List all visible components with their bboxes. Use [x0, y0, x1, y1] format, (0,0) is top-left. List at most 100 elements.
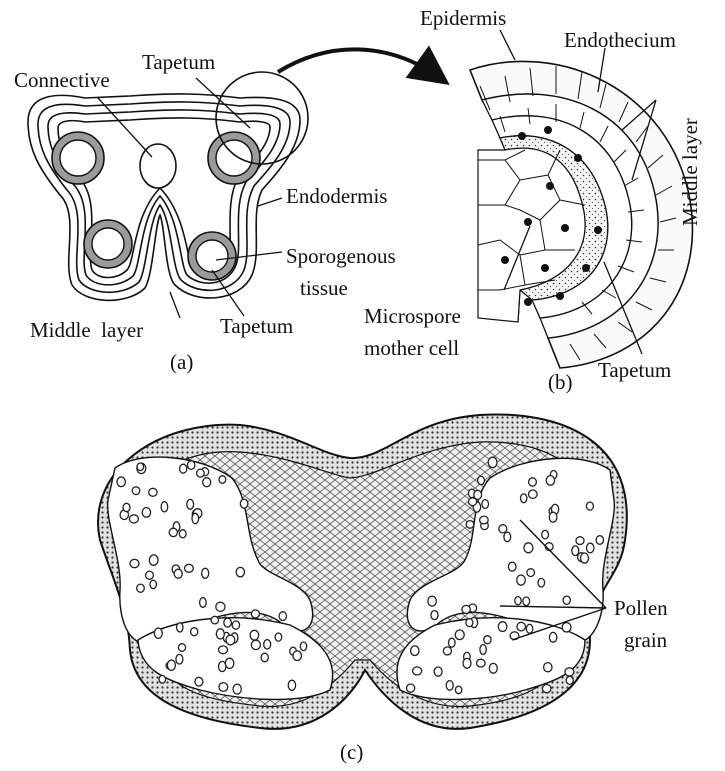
panel-a-anther-outline [28, 94, 300, 300]
pollen-grain [224, 618, 232, 627]
pollen-grain [216, 629, 224, 639]
pollen-grain [544, 663, 552, 672]
pollen-grain [149, 488, 157, 496]
pollen-grain [130, 559, 139, 567]
pollen-grain [293, 651, 302, 661]
pollen-grain [279, 612, 286, 621]
pollen-grain [142, 508, 150, 518]
pollen-grain [177, 623, 183, 632]
pollen-grain [137, 584, 145, 592]
pollen-grain [462, 605, 470, 613]
pollen-grain [179, 530, 186, 538]
pollen-grain [517, 575, 526, 585]
pollen-grain [449, 638, 456, 647]
pollen-grain [251, 640, 260, 649]
pollen-grain [526, 624, 532, 633]
pollen-grain [178, 644, 185, 652]
pollen-grain [137, 463, 144, 471]
panel-a-locule-bottom-right [188, 232, 236, 280]
pollen-grain [434, 667, 442, 676]
pollen-grain [129, 515, 138, 523]
pollen-grain [174, 569, 182, 578]
caption-c: (c) [340, 742, 363, 763]
pollen-grain [477, 659, 486, 667]
label-pollen-line1: Pollen [614, 598, 668, 619]
pollen-grain [596, 536, 603, 545]
pollen-grain [562, 623, 571, 632]
label-endodermis: Endodermis [286, 186, 387, 207]
pollen-grain [566, 676, 573, 684]
pollen-grain [466, 619, 473, 627]
caption-b: (b) [548, 372, 573, 393]
pollen-grain [192, 513, 199, 523]
pollen-grain [463, 658, 471, 668]
pollen-grain [480, 645, 486, 655]
label-sporogenous-line2: tissue [300, 278, 348, 299]
pollen-grain [191, 628, 198, 636]
pollen-grain [478, 476, 485, 485]
pollen-grain [149, 555, 158, 565]
pollen-grain [411, 646, 419, 656]
pollen-grain [219, 683, 228, 692]
pollen-grain [538, 578, 545, 587]
label-pollen-line2: grain [624, 630, 667, 651]
pollen-grain [489, 663, 497, 673]
pollen-grain [146, 571, 154, 579]
pollen-grain [428, 596, 436, 606]
pollen-grain [527, 569, 535, 577]
label-tapetum-bottom-a: Tapetum [220, 316, 293, 337]
pollen-grain [250, 630, 259, 640]
label-connective: Connective [14, 70, 110, 91]
label-sporogenous-line1: Sporogenous [286, 246, 396, 267]
pollen-grain [264, 640, 271, 649]
pollen-grain [576, 537, 584, 545]
pollen-grain [211, 616, 218, 624]
pollen-grain [581, 553, 589, 563]
pollen-grain [226, 635, 235, 645]
pollen-grain [132, 487, 140, 495]
label-microspore-line1: Microspore [364, 306, 461, 327]
pollen-grain [484, 636, 491, 644]
pollen-grain [549, 632, 556, 642]
pollen-grain [167, 660, 175, 670]
pollen-grain [161, 502, 168, 512]
pollen-grain [542, 530, 549, 539]
panel-a-locule-top-right [208, 132, 260, 184]
pollen-grain [455, 686, 461, 694]
pollen-grain [508, 562, 516, 571]
pollen-grain [187, 499, 194, 509]
pollen-grain [203, 478, 211, 487]
pollen-grain [219, 646, 228, 654]
pollen-grain [563, 596, 570, 604]
label-microspore-line2: mother cell [364, 338, 459, 359]
panel-a-locule-bottom-left [84, 220, 132, 268]
pollen-grain [446, 681, 453, 691]
pollen-grain [572, 546, 579, 556]
panel-a-locule-top-left [52, 132, 104, 184]
pollen-grain [300, 642, 306, 651]
pollen-grain [480, 516, 489, 524]
pollen-grain [523, 597, 530, 606]
pollen-grain [202, 568, 209, 578]
panel-b-wall-section [470, 61, 692, 368]
pollen-grain [225, 658, 234, 668]
pollen-grain [504, 532, 511, 542]
pollen-grain [185, 564, 194, 572]
pollen-grain [251, 610, 259, 618]
pollen-grain [515, 597, 521, 605]
pollen-grain [499, 525, 507, 533]
pollen-grain [407, 684, 415, 692]
label-endothecium: Endothecium [564, 30, 676, 51]
pollen-grain [455, 630, 464, 640]
pollen-grain [565, 668, 574, 676]
pollen-grain [466, 521, 474, 529]
pollen-grain [524, 543, 533, 553]
label-epidermis: Epidermis [420, 8, 506, 29]
pollen-grain [431, 611, 438, 620]
caption-a: (a) [170, 352, 193, 373]
pollen-grain [195, 677, 203, 686]
label-middle-layer-b: Middle layer [680, 118, 701, 226]
pollen-grain [529, 478, 537, 486]
label-tapetum-top-a: Tapetum [142, 52, 215, 73]
